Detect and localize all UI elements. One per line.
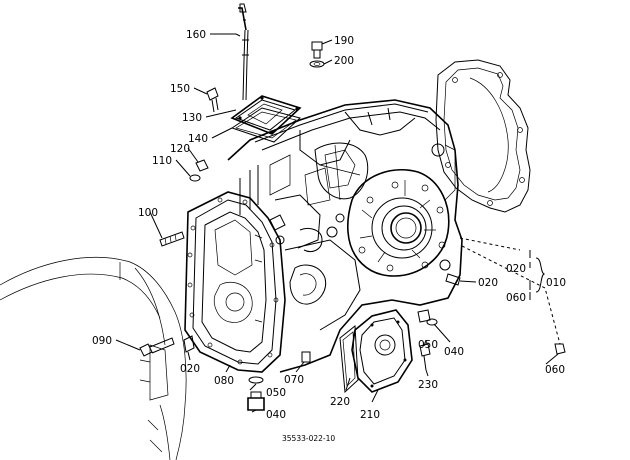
part-labels: 160 190 200 150 130 140 120 110 100 020 … xyxy=(92,29,566,421)
cover-bolt-230 xyxy=(419,343,431,371)
label-070: 070 xyxy=(284,374,304,386)
label-190: 190 xyxy=(334,35,354,47)
label-220: 220 xyxy=(330,396,350,408)
dipstick xyxy=(238,3,249,101)
dowel-pin-right xyxy=(445,273,461,286)
filler-plug xyxy=(309,41,325,68)
front-gasket-plate xyxy=(184,191,286,373)
drain-plug-070 xyxy=(301,351,311,363)
label-120: 120 xyxy=(170,143,190,155)
drain-plug-right xyxy=(417,309,438,326)
drain-plug-center xyxy=(247,376,265,411)
clutch-housing-outline xyxy=(0,256,187,460)
nut-and-washer xyxy=(189,159,209,182)
drawing-number: 35533-022-10 xyxy=(282,434,335,443)
label-060-group: 060 xyxy=(506,292,526,304)
label-110: 110 xyxy=(152,155,172,167)
label-020-group: 020 xyxy=(506,263,526,275)
label-060-right: 060 xyxy=(545,364,565,376)
rear-bearing-boss xyxy=(346,143,456,277)
label-040-right: 040 xyxy=(444,346,464,358)
label-130: 130 xyxy=(182,112,202,124)
side-cover-assembly xyxy=(339,309,413,394)
transmission-case xyxy=(227,99,463,373)
top-cover-assembly xyxy=(230,95,302,143)
cover-bolt xyxy=(206,87,219,113)
plug-060 xyxy=(554,343,566,355)
label-010: 010 xyxy=(546,277,566,289)
label-090: 090 xyxy=(92,335,112,347)
label-020-right: 020 xyxy=(478,277,498,289)
label-020-left: 020 xyxy=(180,363,200,375)
label-150: 150 xyxy=(170,83,190,95)
label-100: 100 xyxy=(138,207,158,219)
rear-flange-gasket xyxy=(435,59,531,213)
dowel-pin-left xyxy=(183,335,195,353)
label-200: 200 xyxy=(334,55,354,67)
label-080: 080 xyxy=(214,375,234,387)
label-050-center: 050 xyxy=(266,387,286,399)
label-230: 230 xyxy=(418,379,438,391)
leader-lines xyxy=(115,33,559,413)
label-040-center: 040 xyxy=(266,409,286,421)
label-050-right: 050 xyxy=(418,339,438,351)
label-160: 160 xyxy=(186,29,206,41)
stud-bolt xyxy=(159,231,185,247)
label-140: 140 xyxy=(188,133,208,145)
group-bracket-010 xyxy=(459,237,561,345)
label-210: 210 xyxy=(360,409,380,421)
hex-bolt-090 xyxy=(139,337,175,357)
